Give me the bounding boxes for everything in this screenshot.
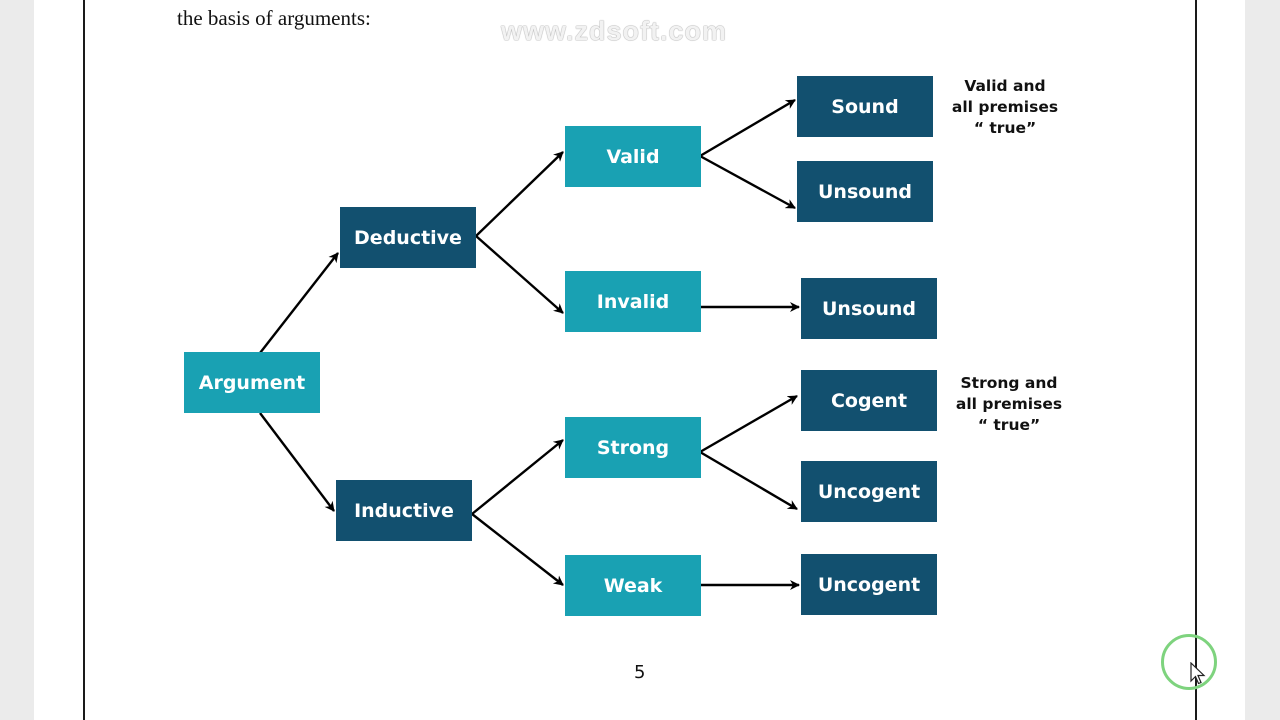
note-sound-line-1: Valid and (964, 77, 1046, 95)
note-cogent: Strong and all premises “ true” (949, 373, 1069, 436)
intro-text: the basis of arguments: (177, 6, 371, 30)
note-sound-line-3: “ true” (973, 119, 1037, 137)
node-sound: Sound (797, 76, 933, 137)
node-unsound-invalid: Unsound (801, 278, 937, 339)
page-border-right (1195, 0, 1197, 720)
arrow-deductive-valid (475, 151, 564, 237)
page-border-left (83, 0, 85, 720)
arrow-deductive-invalid (475, 235, 564, 314)
node-argument: Argument (184, 352, 320, 413)
cursor-highlight-ring (1161, 634, 1217, 690)
node-deductive: Deductive (340, 207, 476, 268)
arrow-inductive-strong (471, 439, 564, 515)
note-cogent-line-3: “ true” (977, 416, 1041, 434)
node-weak: Weak (565, 555, 701, 616)
mouse-pointer-icon (1190, 662, 1206, 685)
node-uncogent-weak: Uncogent (801, 554, 937, 615)
node-unsound-valid: Unsound (797, 161, 933, 222)
arrow-argument-inductive (259, 412, 335, 512)
note-sound-line-2: all premises (951, 98, 1059, 116)
node-strong: Strong (565, 417, 701, 478)
node-uncogent-strong: Uncogent (801, 461, 937, 522)
node-cogent: Cogent (801, 370, 937, 431)
note-sound: Valid and all premises “ true” (946, 76, 1064, 139)
arrow-strong-uncogent (699, 450, 798, 511)
arrow-valid-unsound (699, 154, 796, 210)
arrow-inductive-weak (471, 513, 564, 586)
arrow-valid-sound (699, 98, 796, 158)
arrow-argument-deductive (259, 252, 339, 354)
node-inductive: Inductive (336, 480, 472, 541)
page-number: 5 (634, 662, 646, 683)
note-cogent-line-1: Strong and (960, 374, 1058, 392)
node-valid: Valid (565, 126, 701, 187)
arrow-strong-cogent (699, 394, 798, 454)
watermark: www.zdsoft.com (501, 16, 728, 46)
note-cogent-line-2: all premises (955, 395, 1063, 413)
node-invalid: Invalid (565, 271, 701, 332)
